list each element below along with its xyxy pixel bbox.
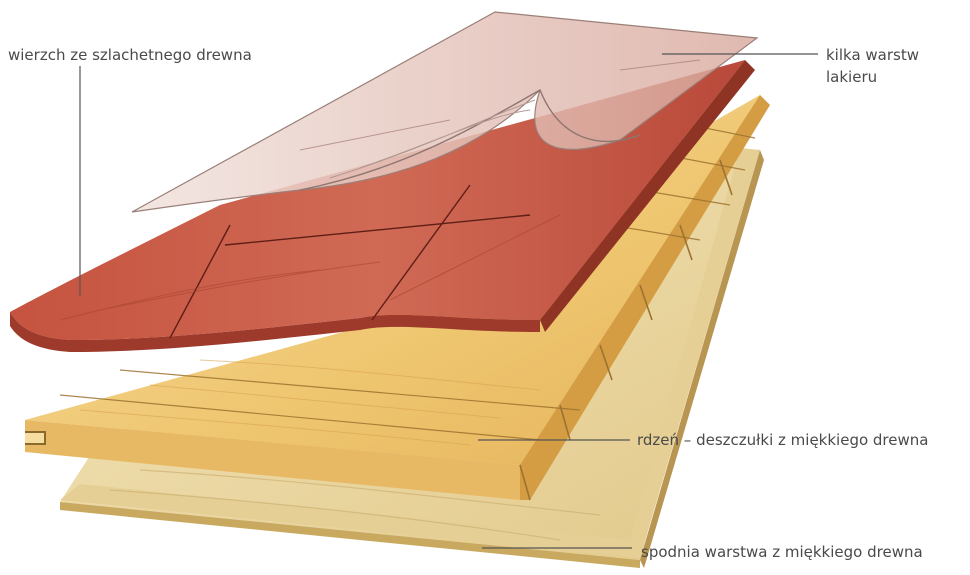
lacquer-curl [299, 88, 641, 191]
core-layer-strip-lines [59, 124, 756, 441]
core-layer-strips [519, 159, 733, 501]
core-layer-groove [25, 431, 46, 445]
label-bottom-layer: spodnia warstwa z miękkiego drewna [641, 543, 923, 561]
bottom-layer-side [640, 150, 764, 568]
bottom-layer-grain [109, 469, 601, 541]
bottom-layer-edge [60, 502, 640, 568]
top-layer-grain [59, 214, 561, 321]
label-core: rdzeń – deszczułki z miękkiego drewna [637, 431, 929, 449]
leader-lines [79, 53, 818, 549]
lacquer-layers [131, 11, 759, 213]
label-lacquer-line1: kilka warstw [826, 46, 919, 64]
core-layer-front-edge [25, 420, 520, 500]
lacquer-sheet [131, 11, 759, 213]
label-lacquer: kilka warstw lakieru [826, 44, 966, 88]
core-layer-grain [79, 359, 541, 446]
top-layer-joints [169, 184, 531, 339]
core-layer-top-face [25, 95, 760, 465]
top-layer-edge [10, 312, 540, 352]
label-top-layer: wierzch ze szlachetnego drewna [8, 46, 252, 64]
lacquer-curl-inner [329, 99, 536, 179]
lacquer-surface-lines [299, 59, 701, 151]
core-layer [25, 95, 770, 501]
label-lacquer-line2: lakieru [826, 68, 878, 86]
top-layer-side [540, 60, 755, 332]
